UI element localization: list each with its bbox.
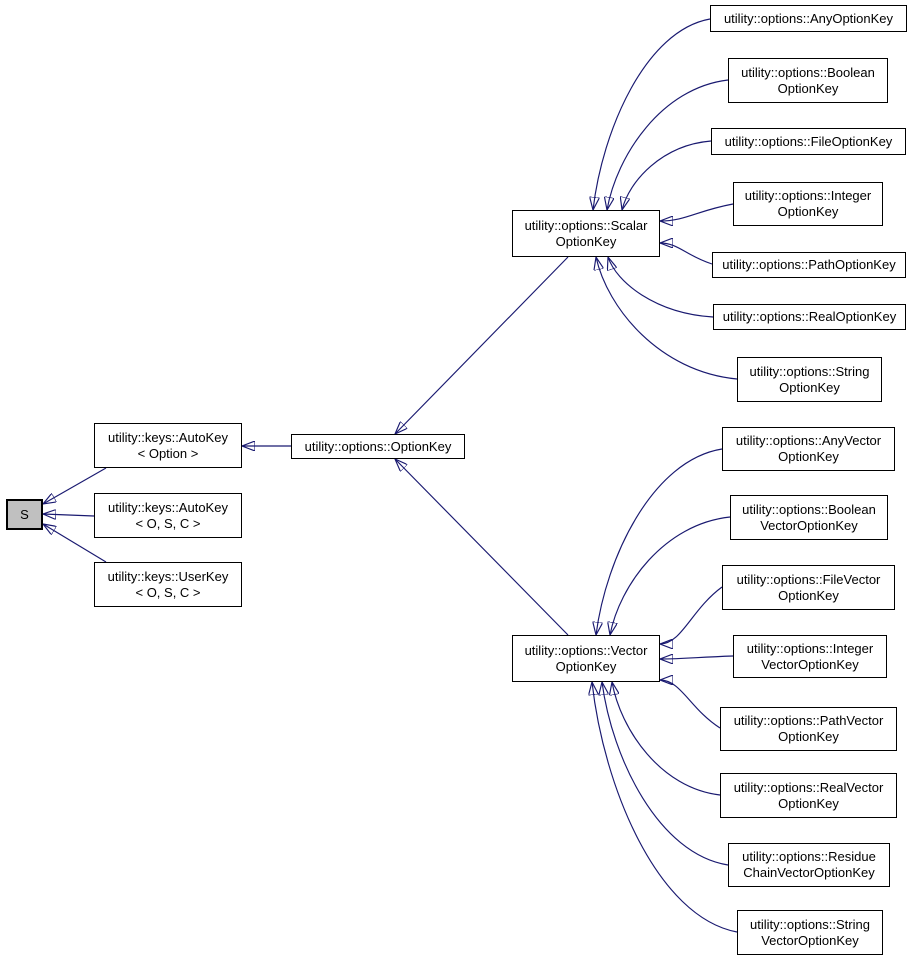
node-residuechain[interactable]: utility::options::Residue ChainVectorOpt… xyxy=(728,843,890,887)
node-filevector[interactable]: utility::options::FileVector OptionKey xyxy=(722,565,895,610)
node-autokey-osc[interactable]: utility::keys::AutoKey < O, S, C > xyxy=(94,493,242,538)
node-realvector[interactable]: utility::options::RealVector OptionKey xyxy=(720,773,897,818)
edge-realvector-to-vector xyxy=(612,682,721,796)
node-anyvector[interactable]: utility::options::AnyVector OptionKey xyxy=(722,427,895,471)
node-stringvector[interactable]: utility::options::String VectorOptionKey xyxy=(737,910,883,955)
node-autokey-option[interactable]: utility::keys::AutoKey < Option > xyxy=(94,423,242,468)
node-vector[interactable]: utility::options::Vector OptionKey xyxy=(512,635,660,682)
edge-string-to-scalar xyxy=(596,257,738,380)
edge-booleanvector-to-vector xyxy=(610,516,731,635)
edge-integer-to-scalar xyxy=(660,203,734,221)
edge-filevector-to-vector xyxy=(659,586,723,644)
edge-scalar-to-optionkey xyxy=(395,256,569,434)
edge-autokey-option-to-s xyxy=(43,467,107,504)
edge-vector-to-optionkey xyxy=(395,459,569,636)
node-integer[interactable]: utility::options::Integer OptionKey xyxy=(733,182,883,226)
node-string[interactable]: utility::options::String OptionKey xyxy=(737,357,882,402)
node-file[interactable]: utility::options::FileOptionKey xyxy=(711,128,906,155)
node-userkey-osc[interactable]: utility::keys::UserKey < O, S, C > xyxy=(94,562,242,607)
edge-userkey-osc-to-s xyxy=(43,524,107,563)
edge-stringvector-to-vector xyxy=(592,682,738,933)
node-pathvector[interactable]: utility::options::PathVector OptionKey xyxy=(720,707,897,751)
node-path[interactable]: utility::options::PathOptionKey xyxy=(712,252,906,278)
node-boolean[interactable]: utility::options::Boolean OptionKey xyxy=(728,58,888,103)
node-real[interactable]: utility::options::RealOptionKey xyxy=(713,304,906,330)
node-booleanvector[interactable]: utility::options::Boolean VectorOptionKe… xyxy=(730,495,888,540)
node-scalar[interactable]: utility::options::Scalar OptionKey xyxy=(512,210,660,257)
edge-boolean-to-scalar xyxy=(607,79,729,210)
edge-anyvector-to-vector xyxy=(596,448,723,635)
edge-residuechain-to-vector xyxy=(602,682,729,866)
edge-integervector-to-vector xyxy=(660,656,734,659)
edge-path-to-scalar xyxy=(660,243,713,265)
edge-autokey-osc-to-s xyxy=(43,514,95,516)
edge-file-to-scalar xyxy=(622,140,712,210)
node-integervector[interactable]: utility::options::Integer VectorOptionKe… xyxy=(733,635,887,678)
edge-real-to-scalar xyxy=(608,257,714,318)
node-any[interactable]: utility::options::AnyOptionKey xyxy=(710,5,907,32)
node-optionkey[interactable]: utility::options::OptionKey xyxy=(291,434,465,459)
node-s: S xyxy=(6,499,43,530)
edge-pathvector-to-vector xyxy=(659,680,721,729)
edge-any-to-scalar xyxy=(593,18,711,210)
